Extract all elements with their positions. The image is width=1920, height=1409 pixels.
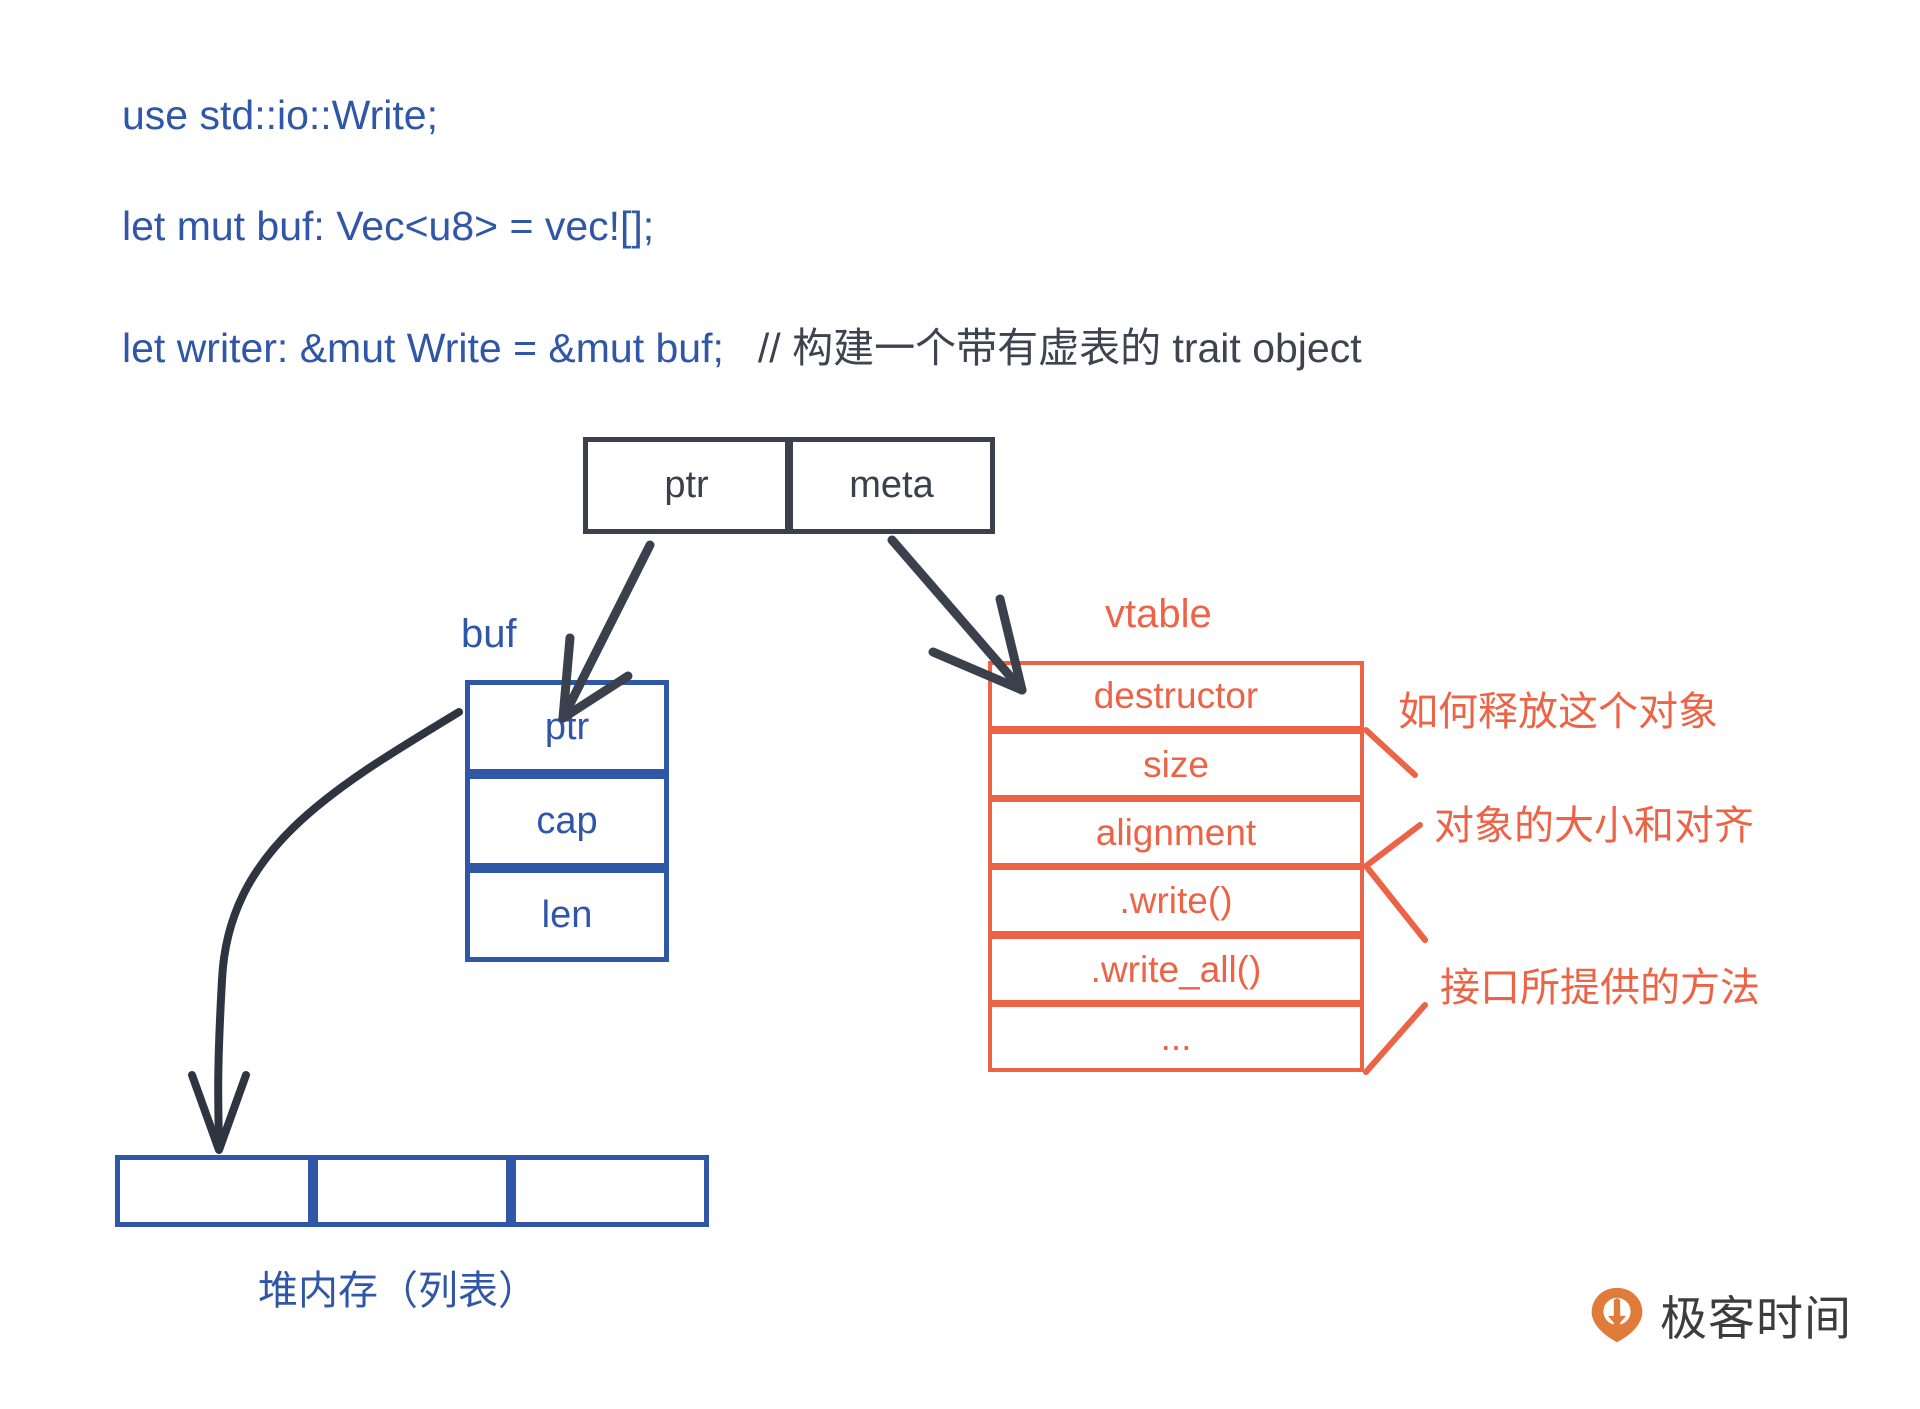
arrow-buf-ptr-to-heap <box>188 708 463 1154</box>
code-text: let mut buf: Vec<u8> = vec![]; <box>122 203 655 249</box>
vtable-row-alignment: alignment <box>988 798 1364 867</box>
buf-label: buf <box>461 612 517 656</box>
code-line-let-writer: let writer: &mut Write = &mut buf; // 构建一… <box>122 314 1362 374</box>
vtable-row-label: ... <box>1160 1016 1192 1058</box>
fatptr-cell-meta: meta <box>788 437 995 534</box>
heap-cell <box>115 1155 313 1227</box>
connector-vtable-size-alignment <box>1363 822 1428 943</box>
brand-logo: 极客时间 <box>1588 1280 1852 1349</box>
vtable-note-size-alignment: 对象的大小和对齐 <box>1434 804 1754 848</box>
code-text: let writer: &mut Write = &mut buf; <box>122 325 724 371</box>
vtable-row-ellipsis: ... <box>988 1003 1364 1072</box>
vtable-row-label: .write() <box>1119 879 1233 921</box>
vtable-row-size: size <box>988 730 1364 799</box>
code-line-use-write: use std::io::Write; <box>122 92 438 139</box>
buf-cell-label: ptr <box>544 705 590 748</box>
vtable-note-methods: 接口所提供的方法 <box>1440 966 1760 1010</box>
buf-cell-len: len <box>465 868 669 962</box>
buf-cell-ptr: ptr <box>465 680 669 774</box>
buf-cell-cap: cap <box>465 774 669 868</box>
fatptr-ptr-label: ptr <box>664 464 709 506</box>
buf-cell-label: cap <box>536 799 598 842</box>
code-comment: // 构建一个带有虚表的 trait object <box>757 325 1362 371</box>
connector-vtable-methods <box>1363 863 1428 1075</box>
vtable-label: vtable <box>1105 592 1212 636</box>
buf-cell-label: len <box>541 893 593 936</box>
vtable-row-label: .write_all() <box>1090 948 1262 990</box>
fatptr-cell-ptr: ptr <box>583 437 790 534</box>
vtable-row-label: destructor <box>1093 674 1259 716</box>
brand-logo-text: 极客时间 <box>1660 1292 1852 1347</box>
vtable-note-destructor: 如何释放这个对象 <box>1398 690 1718 734</box>
vtable-row-write-all: .write_all() <box>988 935 1364 1004</box>
vtable-row-label: size <box>1143 743 1209 785</box>
geekbang-logo-icon <box>1591 1287 1643 1342</box>
heap-cell <box>511 1155 709 1227</box>
heap-cell <box>313 1155 511 1227</box>
code-line-let-mut-buf: let mut buf: Vec<u8> = vec![]; <box>122 203 654 250</box>
vtable-row-label: alignment <box>1095 811 1257 853</box>
code-text: use std::io::Write; <box>122 92 438 138</box>
fatptr-meta-label: meta <box>849 464 934 506</box>
vtable-row-write: .write() <box>988 866 1364 935</box>
heap-label: 堆内存（列表） <box>258 1269 538 1313</box>
vtable-row-destructor: destructor <box>988 661 1364 730</box>
